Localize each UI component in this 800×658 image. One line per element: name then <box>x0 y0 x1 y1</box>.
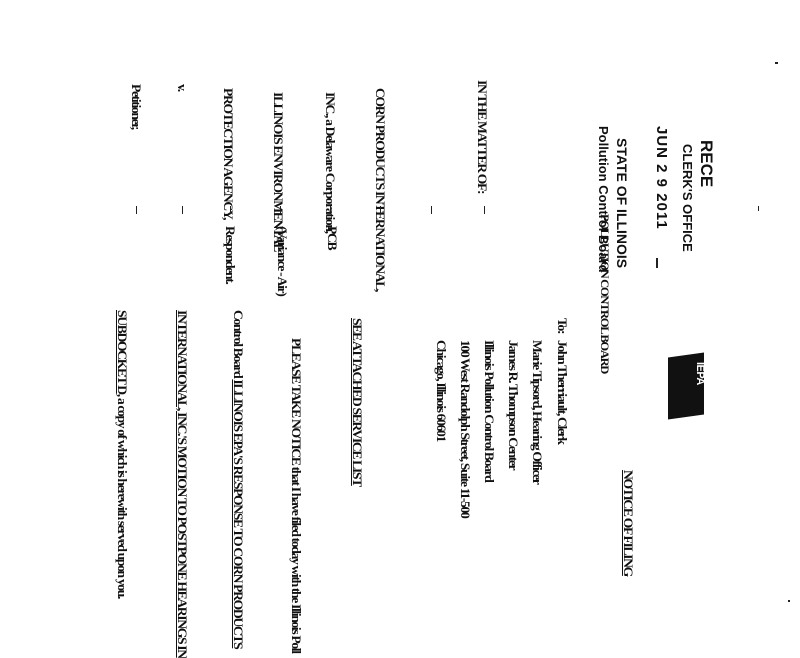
notice-body-line2-prefix: Control Board <box>231 310 246 378</box>
stamp-dash <box>656 258 658 268</box>
scan-mark <box>758 206 759 211</box>
notice-body-line4-underlined: SUBDOCKET D <box>115 310 130 394</box>
notice-body-line3: INTERNATIONAL, INC.'S MOTION TO POSTPONE… <box>175 310 190 658</box>
caption-divider <box>230 206 231 214</box>
caption-in-the-matter: IN THE MATTER OF: <box>475 80 490 194</box>
caption-divider <box>182 206 183 214</box>
notice-body-line2-underlined: ILLINOIS EPA'S RESPONSE TO CORN PRODUCTS <box>231 379 246 649</box>
notice-body-line4-rest: , a copy of which is herewith served upo… <box>115 393 130 599</box>
caption-divider <box>330 206 331 214</box>
addressee-city: Chicago, Illinois 60601 <box>434 340 449 441</box>
caption-divider <box>431 206 432 214</box>
addressee-street: 100 West Randolph Street, Suite 11-500 <box>458 340 473 518</box>
caption-line-petitioner-name: CORN PRODUCTS INTERNATIONAL, <box>373 88 388 292</box>
notice-body-line4: SUBDOCKET D, a copy of which is herewith… <box>114 310 130 598</box>
case-pcb-label: PCB <box>325 226 340 250</box>
scan-mark <box>775 62 778 64</box>
board-header: POLLUTION CONTROL BOARD <box>598 214 612 374</box>
stamp-date: JUN 2 9 2011 <box>653 126 670 230</box>
caption-line-petitioner: Petitioner, <box>129 84 144 129</box>
addressee-board: Illinois Pollution Control Board <box>482 340 497 482</box>
addressee-center: James R. Thompson Center <box>506 340 521 470</box>
clerks-office-stamp: CLERK'S OFFICE <box>680 144 695 252</box>
caption-divider <box>380 206 381 214</box>
addressee-clerk: John Therriault, Clerk <box>555 340 570 444</box>
to-label: To: <box>555 318 570 334</box>
notice-title: NOTICE OF FILING <box>621 470 636 576</box>
caption-divider <box>280 206 281 214</box>
stamp-state: STATE OF ILLINOIS <box>614 138 630 269</box>
caption-line-agency: PROTECTION AGENCY, <box>221 88 236 220</box>
addressee-hearing-officer: Marie Tipsord, Hearing Officer <box>530 340 545 484</box>
service-list-heading: SEE ATTACHED SERVICE LIST <box>350 318 365 486</box>
scan-mark <box>788 600 790 602</box>
notice-body-line1: PLEASE TAKE NOTICE that I have filed tod… <box>289 338 304 653</box>
caption-line-v: v. <box>175 84 190 91</box>
caption-divider <box>484 206 485 214</box>
iepa-logo-label: IEPA <box>694 362 706 385</box>
received-stamp: RECE <box>697 140 716 188</box>
notice-body-line2: Control Board ILLINOIS EPA'S RESPONSE TO… <box>230 310 246 648</box>
case-type: (Variance - Air) <box>275 226 290 296</box>
caption-divider <box>136 206 137 214</box>
respondent-label: Respondent. <box>223 226 238 284</box>
